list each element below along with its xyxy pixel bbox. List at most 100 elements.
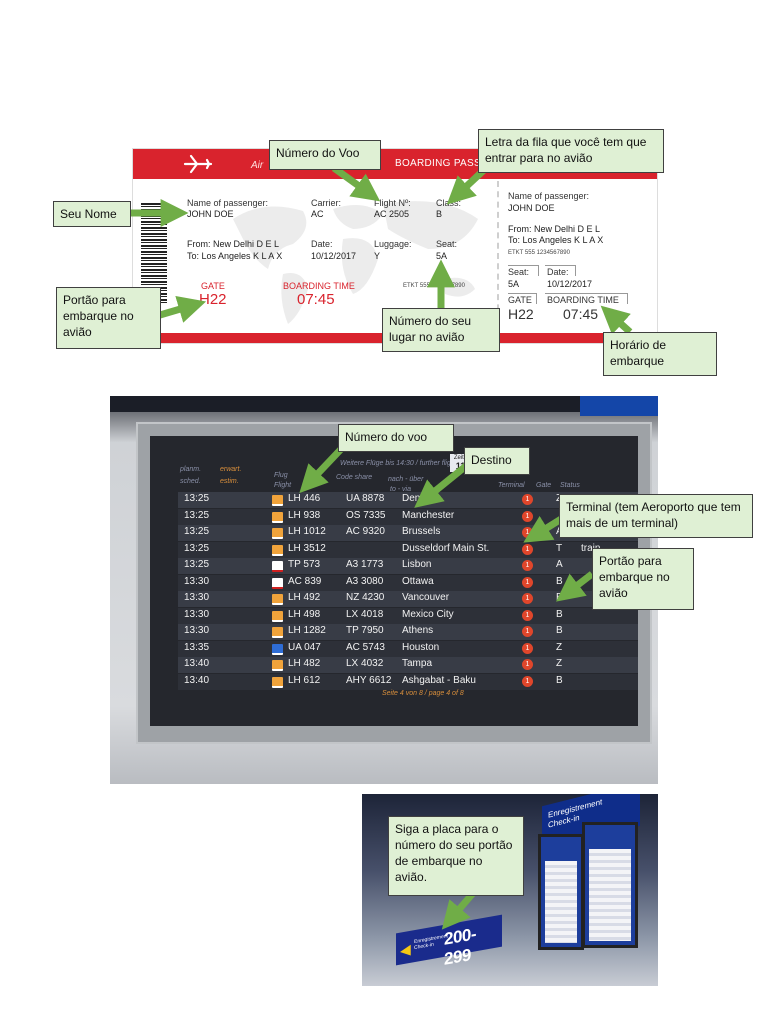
gate-direction-sign: ◀ Enregistrement Check-in 200-299 [396,914,502,969]
stub-boarding-box [545,293,628,304]
callout-seat: Número do seu lugar no avião [382,308,500,352]
terminal-badge: 1 [522,543,533,555]
callout-row-letter: Letra da fila que você tem que entrar pa… [478,129,664,173]
callout-terminal: Terminal (tem Aeroporto que tem mais de … [559,494,753,538]
terminal-badge: 1 [522,527,533,538]
code-share: AC 9320 [346,526,385,537]
airline-logo-icon [272,561,283,572]
header-planm: planm. [180,466,202,473]
header-nach: nach - über [388,476,424,483]
flight-number: LH 1282 [288,625,326,636]
airline-logo-icon [272,594,283,605]
flight-number: AC 839 [288,575,322,587]
checkin-monitor-left [538,834,584,950]
destination: Dusseldorf Main St. [402,542,490,554]
departure-time: 13:25 [184,509,210,521]
passenger-name: JOHN DOE [187,209,234,219]
callout-sign: Siga a placa para o número do seu portão… [388,816,524,896]
callout-flight-number: Número do Voo [269,140,381,170]
airline-logo-icon [272,610,283,622]
departure-time: 13:30 [184,625,210,636]
header-flight: Flight [274,482,292,489]
header-status: Status [560,482,580,489]
terminal-badge: 1 [522,560,533,571]
ceiling [110,396,658,412]
gate-letter: B [556,608,563,620]
flight-number: UA 047 [288,641,321,653]
gate: H22 [199,291,227,308]
destination: Mexico City [402,608,454,620]
airline-logo-icon [272,528,283,539]
destination: Vancouver [402,592,450,603]
stub-name-label: Name of passenger: [508,191,590,201]
class-value: B [436,209,443,219]
code-share: OS 7335 [346,509,386,521]
header-gate: Gate [536,482,552,489]
date: 10/12/2017 [311,251,357,261]
airline-logo-icon [272,660,283,671]
airline-logo-icon [272,676,283,688]
departure-board: planm. sched. erwart. estim. Flug Flight… [150,436,638,726]
flight-number: LH 938 [288,509,321,521]
code-share: LX 4018 [346,608,384,620]
header-notice: Weitere Flüge bis 14:30 / further flight… [340,460,461,467]
stub-seat-box [508,265,539,276]
departure-time: 13:30 [184,608,210,620]
terminal-badge: 1 [522,626,533,637]
flight-number: LH 3512 [288,542,326,554]
stub-date: 10/12/2017 [547,279,593,289]
terminal-badge: 1 [522,576,533,588]
airline-logo-icon [272,627,283,638]
flight-number: AC 2505 [374,209,410,219]
gate-letter: T [556,542,563,554]
flight-label: Flight Nº: [374,198,411,208]
from-city: From: New Delhi D E L [187,239,280,249]
terminal-badge: 1 [522,659,533,670]
passenger-name-label: Name of passenger: [187,198,269,208]
gate-letter: B [556,575,563,587]
departure-time: 13:30 [184,592,210,603]
table-row: 13:30 LH 498 LX 4018 Mexico City 1 B [178,607,638,624]
airline-logo-icon [272,544,283,556]
departure-time: 13:40 [184,658,210,669]
blue-ceiling-panel [580,396,658,416]
code-share: A3 3080 [346,575,384,587]
airline-logo-icon [272,643,283,655]
destination: Lisbon [402,559,432,570]
flight-number: LH 498 [288,608,321,620]
stub-boarding-time: 07:45 [563,306,599,322]
destination: Tampa [402,658,433,669]
status: train [581,542,601,554]
destination: Ashgabat - Baku [402,674,476,686]
terminal-badge: 1 [522,642,533,654]
seat: 5A [436,251,448,261]
code-share: AHY 6612 [346,674,392,686]
gate-sign-small-text: Enregistrement Check-in [414,933,448,951]
header-flug: Flug [274,472,288,479]
airplane-icon [183,154,213,174]
gate-letter: B [556,625,563,636]
stub-gate-box [508,293,537,304]
world-map-watermark [233,201,478,324]
code-share: UA 8878 [346,493,385,504]
tear-line [497,181,499,331]
terminal-badge: 1 [522,609,533,621]
gate-label: GATE [201,281,225,291]
boarding-time-label: BOARDING TIME [283,281,355,291]
luggage: Y [374,251,381,261]
carrier-label: Carrier: [311,198,342,208]
departure-time: 13:25 [184,526,210,537]
stub-to: To: Los Angeles K L A X [508,235,604,245]
departure-time: 13:35 [184,641,210,653]
stub-gate-label: GATE [508,295,532,305]
to-city: To: Los Angeles K L A X [187,251,283,261]
checkin-monitor-right [582,822,638,948]
departure-time: 13:25 [184,559,210,570]
header-estim: estim. [220,478,239,485]
seat-label: Seat: [436,239,458,249]
